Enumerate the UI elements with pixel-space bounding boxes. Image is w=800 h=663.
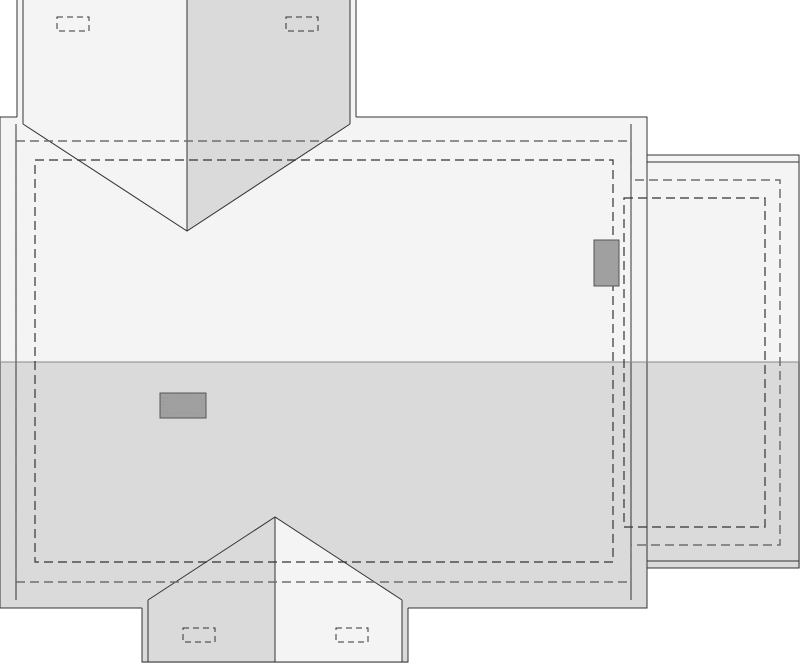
chimney-left — [159, 392, 207, 419]
skylight-bottom-right — [335, 627, 369, 643]
top-gable-roof — [16, 0, 357, 232]
top-gable-outline — [16, 0, 357, 232]
bottom-gable-right-slope — [275, 517, 402, 662]
chimney-left-texture — [163, 397, 203, 414]
bottom-gable-left-slope — [148, 517, 275, 662]
skylight-bottom-left — [182, 627, 216, 643]
right-wing-upper-slope — [647, 155, 800, 362]
chimney-right — [593, 239, 620, 287]
top-gable-left-slope — [23, 0, 187, 231]
right-wing-roof — [647, 154, 800, 569]
inner-wall-dashed-line — [34, 159, 614, 563]
right-wing-lower-slope — [647, 362, 800, 568]
bottom-gable-outline — [141, 516, 409, 663]
outer-wall-dashed-line — [15, 140, 781, 583]
wing-wall-dashed-line — [623, 197, 766, 528]
top-gable-right-slope — [187, 0, 350, 231]
skylight-top-left — [56, 16, 90, 32]
skylight-top-right — [285, 16, 319, 32]
bottom-gable-roof — [141, 516, 409, 663]
